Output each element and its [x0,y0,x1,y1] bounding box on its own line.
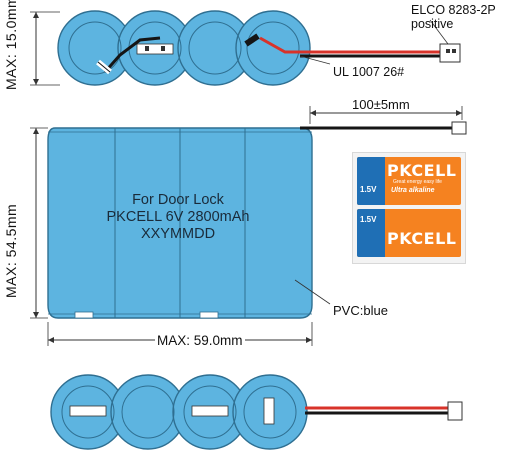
pack-print-line2: PKCELL 6V 2800mAh [106,209,250,225]
pack-print: For Door Lock PKCELL 6V 2800mAh XXYMMDD [98,192,258,243]
solder-tab [69,405,107,417]
leader-pvc [294,279,331,305]
pack-print-line3: XXYMMDD [140,226,216,242]
width-label: MAX: 59.0mm [155,333,245,348]
solder-tab [136,43,174,55]
battery-label-top: PKCELL Great energy easy life 1.5V Ultra… [357,157,461,205]
tab-hole [161,46,165,51]
leader-connector [429,19,449,45]
solder-tab [191,405,229,417]
wire-red [259,36,440,54]
wire-solder [244,33,260,47]
wire-tip-outline [97,61,111,73]
brand-logo: PKCELL [387,229,457,248]
battery-label-bottom: 1.5V PKCELL [357,209,461,257]
connector-label: ELCO 8283-2P [411,3,496,17]
label-blue-band [357,157,385,205]
brand-logo: PKCELL [387,161,457,180]
lead-length-label: 100±5mm [352,97,410,112]
voltage-label: 1.5V [360,185,377,194]
material-label: PVC:blue [333,303,388,318]
pack-print-line1: For Door Lock [132,192,224,208]
wire-label: UL 1007 26# [333,65,405,79]
voltage-label: 1.5V [360,215,377,224]
wire-black-top [103,36,161,73]
brand-tagline: Great energy easy life [393,179,442,185]
leader-wire [299,55,331,65]
lead-connector [451,121,467,135]
bottom-view [50,374,463,450]
product-package: PKCELL Great energy easy life 1.5V Ultra… [352,152,466,264]
cell-3-top [188,21,242,75]
polarity-label: positive [411,17,454,31]
solder-tab [263,397,275,425]
cell-1-top [68,21,122,75]
cell-4-top [246,21,300,75]
label-blue-band [357,209,385,257]
product-subtitle: Ultra alkaline [391,187,435,194]
connector-bottom [447,401,463,421]
length-label: MAX: 54.5mm [3,203,19,298]
tab-hole [145,46,149,51]
front-view [30,106,467,346]
height-label: MAX: 15.0mm [3,0,19,90]
top-view [30,10,461,86]
